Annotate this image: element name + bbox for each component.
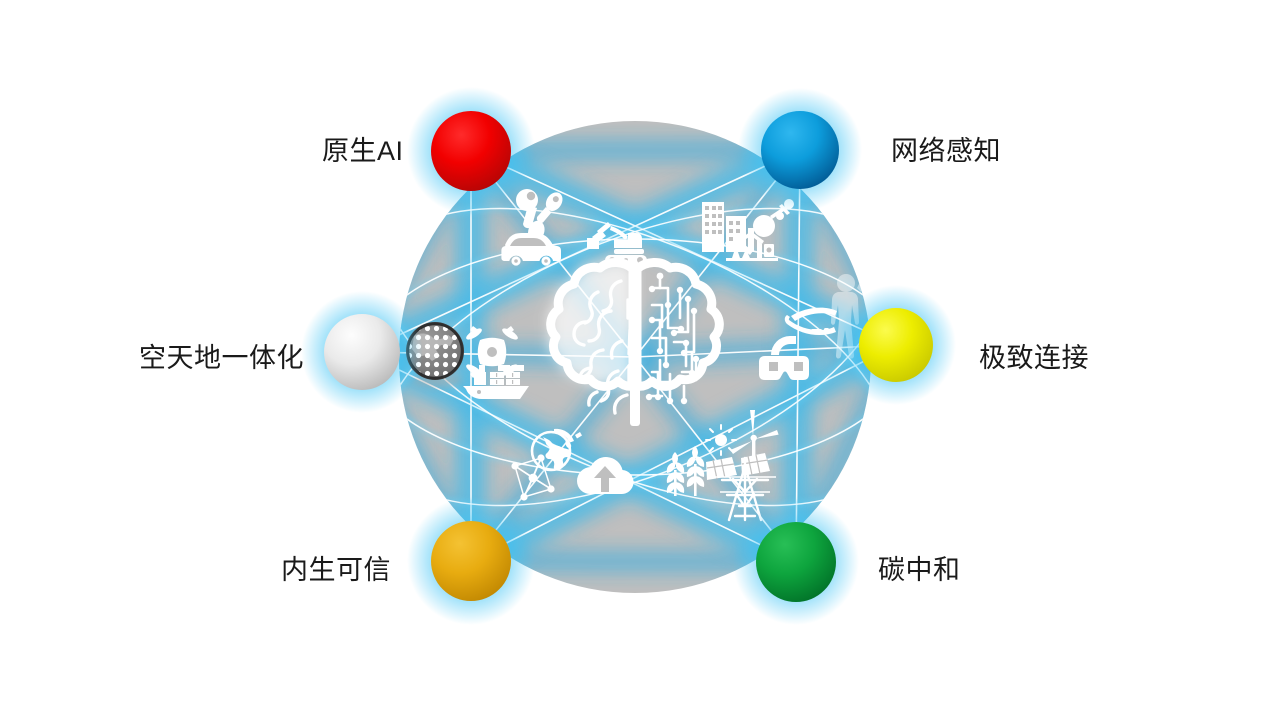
node-sphere-network-sensing[interactable] [761,111,839,189]
node-label-native-ai: 原生AI [322,136,404,166]
smart-glasses-icon [784,307,837,336]
sector-icons-native-ai [501,189,647,266]
oil-pumpjack-icon [726,231,778,261]
node-label-network-sensing: 网络感知 [891,136,1001,166]
node-sphere-space-air-ground[interactable] [324,314,400,390]
node-sphere-carbon-neutrality[interactable] [756,522,836,602]
solar-wind-icon [705,410,779,480]
sector-icons-space-air-ground [406,322,529,399]
wheat-icon [666,446,705,496]
node-label-endogenous-trust: 内生可信 [281,555,391,585]
network-mesh-icon [511,454,555,501]
vr-headset-icon [759,336,809,380]
node-label-extreme-connectivity: 极致连接 [979,343,1089,373]
brain-left-hemisphere [546,258,638,415]
brain-circuit-icon [546,258,724,426]
node-sphere-native-ai[interactable] [431,111,511,191]
power-tower-icon [714,456,776,522]
cloud-upload-icon [577,457,634,495]
node-sphere-extreme-connectivity[interactable] [859,308,933,382]
node-label-space-air-ground: 空天地一体化 [139,343,304,373]
node-sphere-endogenous-trust[interactable] [431,521,511,601]
cargo-ship-icon [463,365,529,399]
node-label-carbon-neutrality: 碳中和 [878,555,961,585]
brain-right-hemisphere [632,258,724,405]
sector-icons-endogenous-trust [511,428,634,501]
car-icon [501,233,561,266]
globe-icon [530,428,582,472]
sector-icons-carbon-neutrality [666,410,779,522]
